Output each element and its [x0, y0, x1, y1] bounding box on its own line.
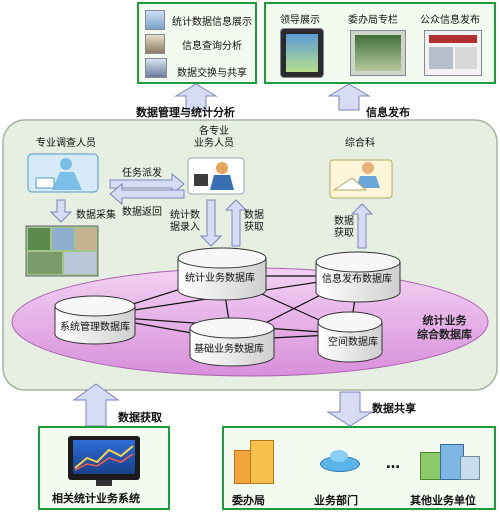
bottom-left-up-arrow: [72, 383, 120, 427]
bottom-left-arrow-label: 数据获取: [118, 411, 162, 424]
analysis-item-2: 信息查询分析: [182, 41, 242, 52]
data-get-right-label: 数据 获取: [334, 216, 354, 239]
department-disk-icon: [320, 446, 360, 476]
stat-entry-label: 统计数 据录入: [170, 210, 200, 233]
business-staff-icon: [187, 157, 245, 195]
general-dept-label: 综合科: [345, 138, 375, 149]
analysis-box: 统计数据信息展示 信息查询分析 数据交换与共享: [137, 2, 257, 84]
publish-item-3: 公众信息发布: [420, 15, 480, 26]
sharing-item-3: 其他业务单位: [410, 494, 476, 507]
db-stat-label: 统计业务数据库: [185, 273, 255, 284]
db-system-label: 系统管理数据库: [60, 322, 130, 333]
db-base-cylinder: [189, 317, 275, 367]
analysis-item-1: 统计数据信息展示: [172, 17, 252, 28]
query-person-image: [145, 34, 165, 54]
related-system-box: 相关统计业务系统: [38, 426, 170, 510]
data-collection-photos: [25, 225, 99, 277]
sharing-item-2: 业务部门: [314, 494, 358, 507]
publish-item-2: 委办局专栏: [348, 15, 398, 26]
exchange-people-image: [145, 58, 167, 78]
db-publish-label: 信息发布数据库: [322, 274, 392, 285]
related-system-label: 相关统计业务系统: [52, 492, 140, 505]
data-get-right-arrow: [350, 203, 374, 249]
db-stat-cylinder: [177, 247, 267, 301]
up-arrow-publish: [327, 83, 371, 111]
other-units-icon: [420, 444, 480, 480]
sharing-box: … 委办局 业务部门 其他业务单位: [222, 426, 496, 510]
general-dept-icon: [329, 159, 393, 199]
task-dispatch-label: 任务派发: [122, 168, 162, 179]
data-return-arrow: [109, 182, 185, 206]
sharing-item-1: 委办局: [232, 494, 265, 507]
data-return-label: 数据返回: [122, 207, 162, 218]
stat-entry-arrow: [199, 199, 223, 247]
public-info-image: [424, 30, 482, 76]
up-arrow-analysis: [174, 83, 218, 111]
survey-staff-label: 专业调查人员: [36, 138, 96, 149]
monitor-person-image: [145, 10, 165, 30]
bottom-right-down-arrow: [326, 391, 374, 427]
data-get-mid-label: 数据 获取: [244, 210, 264, 233]
bureau-building-icon: [234, 440, 274, 484]
db-system-cylinder: [54, 295, 136, 345]
analysis-item-3: 数据交换与共享: [177, 68, 247, 79]
db-space-cylinder: [317, 311, 383, 363]
integrated-db-label: 统计业务 综合数据库: [417, 314, 472, 341]
analysis-caption: 数据管理与统计分析: [136, 106, 235, 119]
data-get-mid-arrow: [224, 199, 248, 247]
publish-item-1: 领导展示: [280, 15, 320, 26]
publish-box: 领导展示 委办局专栏 公众信息发布: [264, 2, 496, 84]
business-staff-label: 各专业 业务人员: [194, 126, 234, 149]
survey-staff-icon: [27, 153, 99, 193]
ellipsis: …: [386, 456, 400, 472]
db-publish-cylinder: [315, 251, 401, 303]
data-collect-arrow: [49, 199, 73, 223]
bureau-column-image: [350, 30, 406, 76]
db-space-label: 空间数据库: [328, 337, 378, 348]
tablet-image: [280, 28, 324, 78]
db-base-label: 基础业务数据库: [194, 344, 264, 355]
publish-caption: 信息发布: [366, 106, 410, 119]
monitor-chart-icon: [68, 436, 140, 480]
data-collect-label: 数据采集: [76, 210, 116, 221]
bottom-right-arrow-label: 数据共享: [372, 402, 416, 415]
